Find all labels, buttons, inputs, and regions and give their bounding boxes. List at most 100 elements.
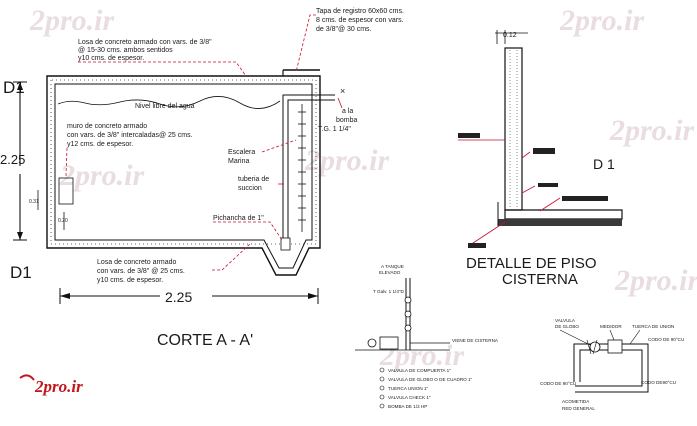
tag-block [562,196,608,201]
arrow-head [60,293,70,299]
note-bottom-slab: Losa de concreto armado con vars. de 3/8… [97,243,251,284]
svg-text:bomba: bomba [336,117,358,124]
tag-block [458,133,480,138]
tank-label: A TANQUE [381,264,404,269]
leader-line [559,329,591,346]
svg-text:de 3/8"@ 30 cms.: de 3/8"@ 30 cms. [316,26,372,33]
note-suction: tuberia de succion [238,176,284,192]
small-dimension: 0.20 [58,218,68,224]
rebar-line [50,79,317,245]
detail-title: CISTERNA [502,271,578,288]
svg-text:8 cms. de espesor con vars.: 8 cms. de espesor con vars. [316,17,404,24]
detail-slab [504,209,623,220]
valve-symbol [404,296,412,304]
svg-text:con vars. de 3/8" intercaladas: con vars. de 3/8" intercaladas@ 25 cms. [67,132,193,139]
svg-text:CODO DE 90°CU: CODO DE 90°CU [540,381,576,386]
leader-line [629,329,641,345]
section-cut: D1 D1 2.25 0.31 0.20 Nivel libre del agu… [0,8,404,349]
svg-text:Escalera: Escalera [228,149,255,156]
svg-text:a la: a la [342,108,353,115]
water-level-label: Nivel libre del agua [135,103,195,110]
svg-text:DE GLOBO: DE GLOBO [555,324,579,329]
meter-pipe [573,343,649,393]
small-dimension: 0.31 [29,199,39,205]
height-dimension: 2.25 [0,152,25,167]
valve-symbol [404,310,412,318]
pump-plumbing: A TANQUE ELEVADO T Galv. 1 1/4"D VIENE D… [355,264,499,409]
svg-text:T.G. 1 1/4": T.G. 1 1/4" [318,126,351,133]
tank-inner-wall [54,83,313,269]
suction-pipe [282,94,335,245]
meter-assembly: VALVULA DE GLOBO MEDIDOR TUERCA DE UNION… [540,318,684,411]
watermark-text: 2pro.ir [614,264,697,297]
note-wall: muro de concreto armado con vars. de 3/8… [65,123,193,177]
watermark-text: 2pro.ir [59,159,145,192]
note-foot-valve: Pichancha de 1" [213,215,283,241]
svg-text:VALVULA: VALVULA [555,318,576,323]
leader-line [521,185,536,194]
svg-text:TUERCA DE UNION: TUERCA DE UNION [632,324,674,329]
tag-block [538,183,558,187]
suction-pipe [287,99,335,245]
svg-text:VALVULA DE COMPUERTA 1": VALVULA DE COMPUERTA 1" [388,368,451,373]
dimension-gap [160,288,212,304]
note-top-slab: Losa de concreto armado con vars. de 3/8… [78,39,247,77]
label-d1: D1 [3,78,25,97]
pump-symbol [379,336,399,350]
svg-text:muro de concreto armado: muro de concreto armado [67,123,147,130]
svg-text:y12 cms. de espesor.: y12 cms. de espesor. [67,141,133,148]
svg-text:y10 cms. de espesor.: y10 cms. de espesor. [78,55,144,62]
svg-text:Pichancha de 1": Pichancha de 1" [213,215,264,222]
watermark-text: 2pro.ir [609,114,695,147]
cistern-label: VIENE DE CISTERNA [452,338,499,343]
logo-swoosh [19,374,35,381]
svg-text:CODO DE90°CU: CODO DE90°CU [641,380,676,385]
arrow-head [17,82,23,90]
foot-valve [280,237,291,251]
svg-text:VALVULA DE GLOBO O DE CUADRO 1: VALVULA DE GLOBO O DE CUADRO 1" [388,377,473,382]
svg-text:@ 15-30 cms. ambos sentidos: @ 15-30 cms. ambos sentidos [78,47,173,54]
svg-text:RED GENERAL: RED GENERAL [562,406,595,411]
wall-notch [58,177,74,205]
floor-detail: 0.12 D 1 DETALLE DE PISO CISTERNA [458,30,623,288]
watermark-text: 2pro.ir [304,144,390,177]
ground-hatch [498,219,622,226]
tag-block [533,148,555,154]
tank-label: ELEVADO [379,270,401,275]
leader-line [539,197,561,212]
brand-logo: 2pro.ir [34,377,83,396]
note-manhole: Tapa de registro 60x60 cms. 8 cms. de es… [295,8,404,73]
watermark-text: 2pro.ir [559,4,645,37]
section-title: CORTE A - A' [157,332,253,349]
tank-outer-wall [46,75,321,276]
note-pump: a la bomba T.G. 1 1/4" [318,97,358,133]
watermark-text: 2pro.ir [29,4,115,37]
svg-text:BOMBA DE 1/2 HP: BOMBA DE 1/2 HP [388,404,427,409]
arrow-head [308,293,318,299]
pipe-label: T Galv. 1 1/4"D [373,289,405,294]
svg-text:Marina: Marina [228,158,250,165]
svg-text:succion: succion [238,185,262,192]
width-dimension: 2.25 [165,289,192,305]
leader-line [609,329,615,341]
label-d1: D1 [10,263,32,282]
arrow-head [17,232,23,240]
pipe-end-mark: × [340,86,345,96]
note-ladder: Escalera Marina [228,139,297,165]
meter-symbol [607,339,623,354]
svg-text:con vars. de 3/8" @ 25 cms.: con vars. de 3/8" @ 25 cms. [97,268,185,275]
detail-wall [504,47,523,211]
tag-block [468,243,486,248]
motor-symbol [367,338,377,348]
leader-line [521,151,531,159]
leader-line [469,221,506,246]
detail-title: DETALLE DE PISO [466,255,597,272]
svg-text:tuberia de: tuberia de [238,176,269,183]
svg-text:Losa de concreto armado: Losa de concreto armado [97,259,176,266]
svg-text:Tapa de registro 60x60 cms.: Tapa de registro 60x60 cms. [316,8,404,15]
dimension-tick [496,30,506,44]
water-level-line [57,96,281,109]
valve-symbol [404,324,412,332]
